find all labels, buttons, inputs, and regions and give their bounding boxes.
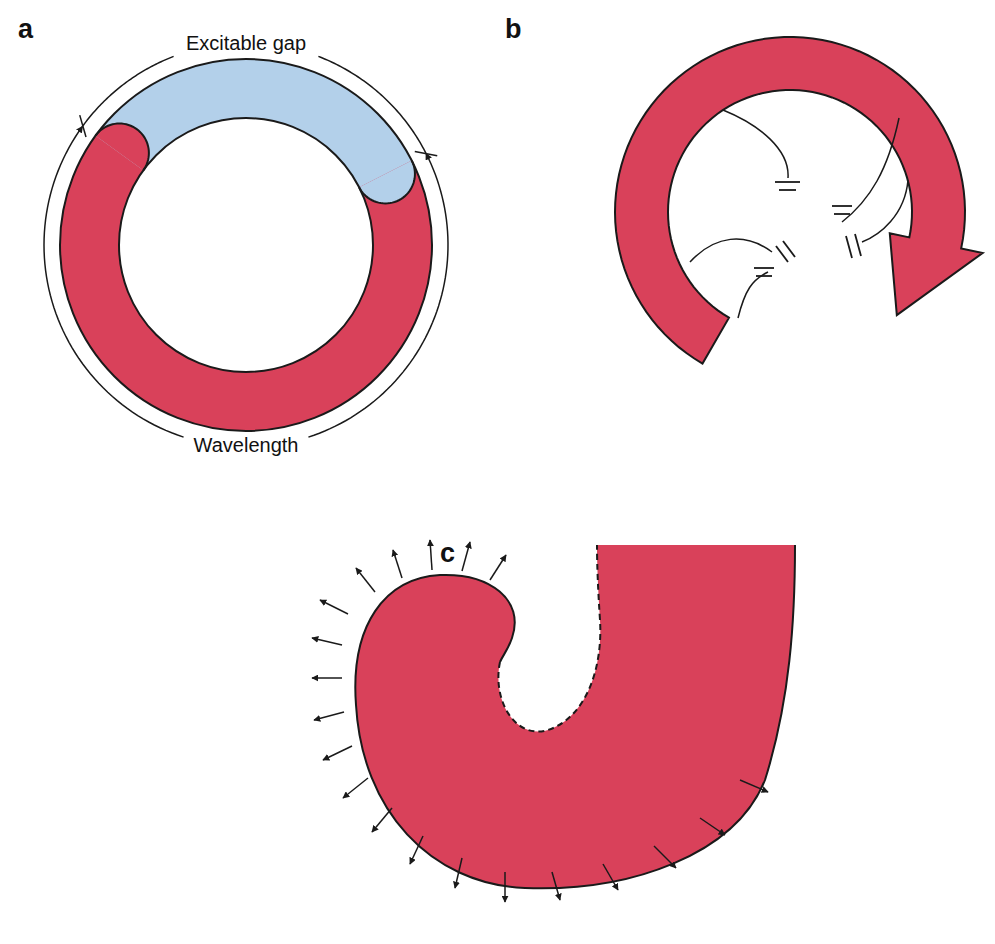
propagation-arrow — [462, 542, 470, 571]
dimension-arc — [308, 153, 448, 437]
capacitor-plate — [754, 267, 774, 269]
dimension-arc — [83, 56, 174, 126]
propagation-arrow — [490, 555, 506, 580]
propagation-arrow — [430, 540, 432, 570]
capacitor-plate — [779, 189, 796, 191]
gap-tail-cap — [359, 161, 415, 204]
panel-a-ring — [44, 56, 448, 437]
capacitor-plate — [834, 213, 850, 215]
propagation-arrow — [312, 677, 342, 679]
dimension-tick — [415, 151, 437, 155]
propagation-arrow — [320, 600, 348, 614]
propagation-arrow — [356, 568, 375, 592]
refractory-wavefront — [60, 59, 432, 431]
propagation-arrow — [372, 808, 392, 832]
propagation-arrow — [393, 550, 402, 578]
propagation-arrow — [323, 746, 352, 760]
propagation-arrow — [343, 778, 368, 798]
propagation-arrow — [552, 872, 560, 900]
panel-letter: b — [505, 14, 522, 45]
propagation-arrow — [455, 858, 462, 888]
circuit-wire — [738, 272, 768, 318]
propagation-arrow — [740, 780, 768, 792]
gap-tail-edge — [359, 161, 415, 204]
panel-b-reentry — [615, 37, 983, 364]
circuit-wire — [862, 180, 908, 242]
dimension-arc — [44, 126, 184, 437]
propagation-arrow — [314, 712, 344, 720]
panel-c-spiral — [312, 540, 795, 902]
propagation-arrow — [410, 836, 423, 864]
spiral-wavefront — [355, 545, 795, 888]
capacitor-plate — [832, 205, 852, 207]
capacitor-plate — [783, 241, 795, 257]
ring-inner-edge — [119, 118, 373, 372]
excitable-gap-band — [96, 59, 412, 187]
wavelength-label: Wavelength — [191, 433, 302, 457]
capacitor-plate — [775, 181, 800, 183]
panel-letter: a — [18, 14, 33, 45]
wave-head-edge — [96, 124, 149, 171]
dimension-arc — [318, 56, 426, 153]
capacitor-plate — [756, 275, 772, 277]
circuit-wire — [723, 110, 788, 178]
excitable-gap-label: Excitable gap — [183, 31, 309, 55]
propagation-arrow — [700, 818, 725, 835]
propagation-arrow — [654, 846, 676, 868]
spiral-wave — [355, 545, 795, 888]
ring-outer-edge — [60, 59, 432, 431]
spiral-wavetail — [498, 545, 600, 732]
propagation-arrow — [603, 864, 618, 890]
dimension-tick — [80, 115, 86, 137]
propagation-arrow — [504, 872, 506, 902]
panel-letter: c — [440, 538, 455, 569]
capacitor-plate — [846, 236, 852, 258]
capacitor-plate — [776, 246, 788, 262]
wave-head-cap — [96, 124, 149, 171]
reentry-arrow — [615, 37, 983, 364]
propagation-arrow — [312, 638, 342, 645]
capacitor-plate — [855, 234, 861, 256]
circuit-wire — [690, 239, 772, 262]
